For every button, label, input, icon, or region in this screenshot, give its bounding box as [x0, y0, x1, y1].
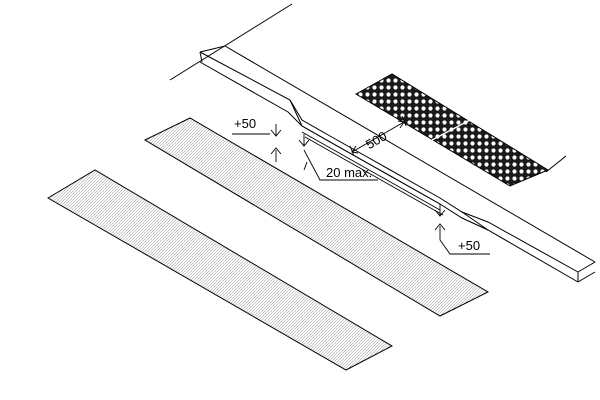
dimension-tactile-width	[349, 115, 407, 157]
label-gap-max: 20 max.	[326, 165, 372, 180]
label-step-right: +50	[458, 238, 480, 253]
pavement-outline	[169, 3, 567, 173]
dimension-step-left	[232, 124, 282, 162]
dimension-step-right	[434, 204, 490, 255]
tactile-paving	[354, 73, 550, 187]
road-marking-upper	[143, 117, 490, 317]
label-tactile-width: 500	[363, 128, 389, 152]
label-step-left: +50	[234, 116, 256, 131]
dimension-gap-max	[298, 134, 378, 181]
road-marking-lower	[47, 169, 394, 371]
dropped-kerb-channel	[301, 125, 444, 216]
